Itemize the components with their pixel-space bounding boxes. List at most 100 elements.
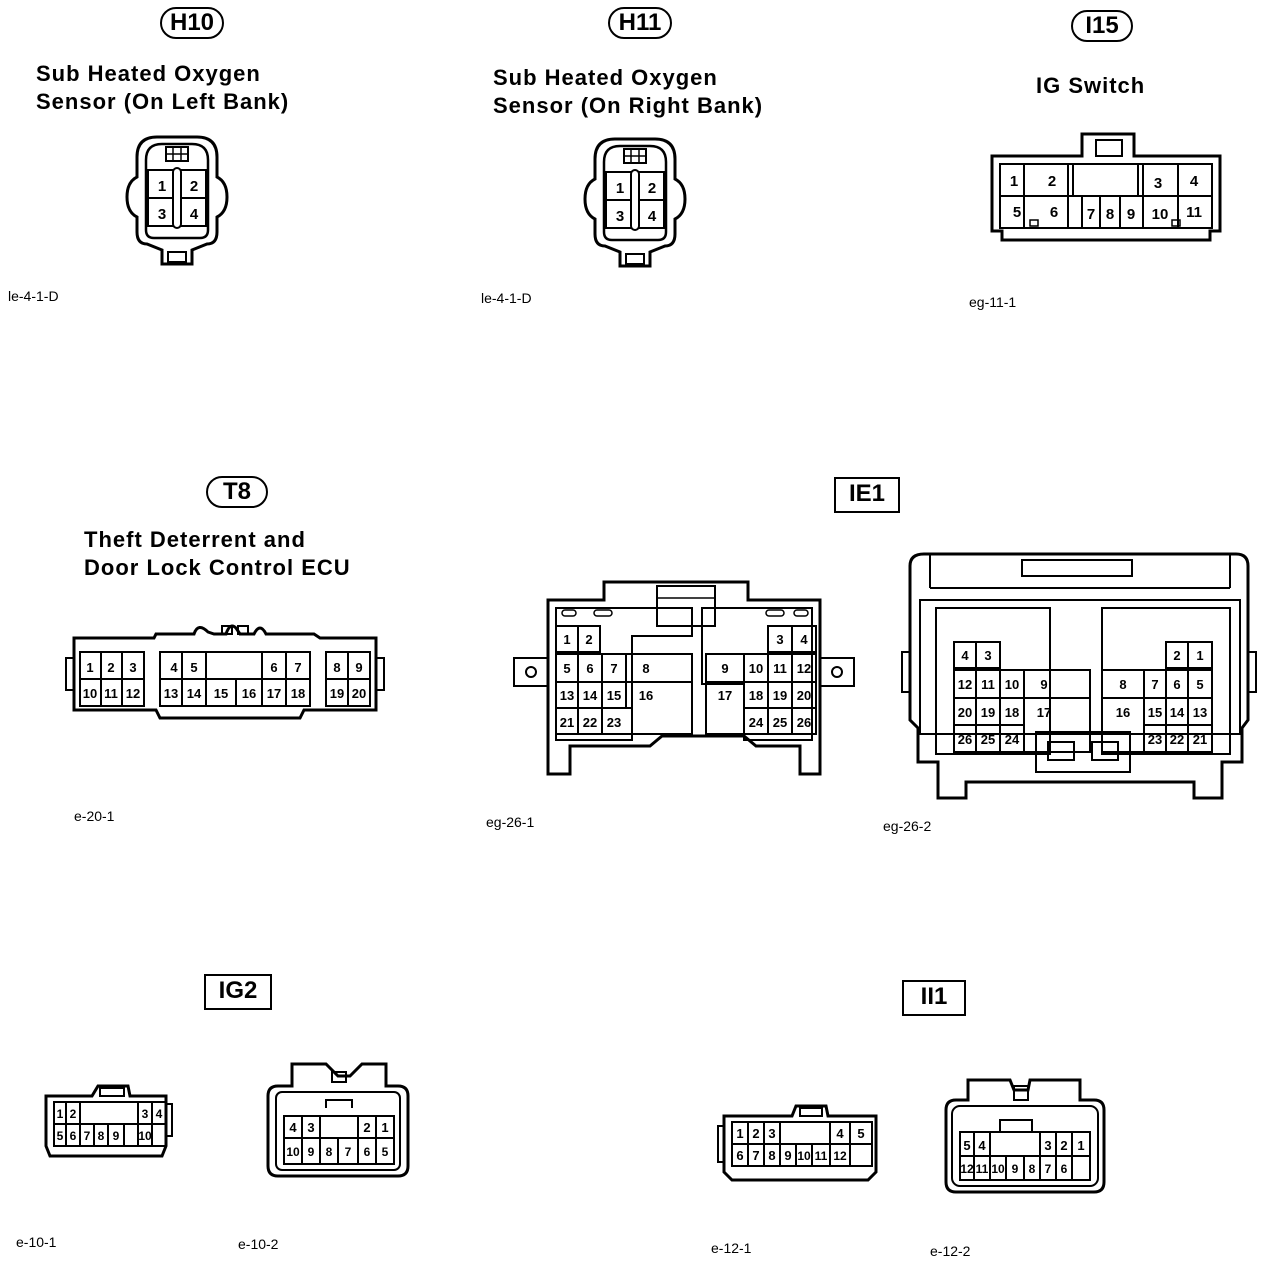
ie1-left-pin-25: 25 [773,715,787,730]
t8-pin-17: 17 [267,686,281,701]
ie1-right-pin-22: 22 [1170,732,1184,747]
ie1-right-connector-diagram: 4 3 2 1 12 11 10 9 8 7 6 5 20 19 18 17 1… [901,552,1257,800]
t8-title-line2: Door Lock Control ECU [84,555,351,580]
ig2-badge: IG2 [204,974,272,1010]
ie1-right-pin-2: 2 [1173,648,1180,663]
ig2-right-pin-3: 3 [307,1120,314,1135]
ie1-left-pin-19: 19 [773,688,787,703]
ie1-right-pin-17: 17 [1037,705,1051,720]
i15-pin-2: 2 [1048,173,1056,190]
ie1-code-right: eg-26-2 [883,818,932,834]
ii1-right-pin-9: 9 [1012,1162,1019,1176]
ie1-left-pin-5: 5 [563,661,570,676]
ie1-left-pin-13: 13 [560,688,574,703]
ig2-left-pin-5: 5 [57,1129,64,1143]
i15-pin-8: 8 [1106,206,1114,223]
h10-badge: H10 [160,7,224,39]
h11-title-line2: Sensor (On Right Bank) [493,93,764,118]
h11-badge: H11 [608,7,672,39]
ie1-left-pin-12: 12 [797,661,811,676]
ig2-left-pin-3: 3 [142,1107,149,1121]
ii1-left-pin-6: 6 [736,1148,743,1163]
ie1-right-pin-25: 25 [981,732,995,747]
ie1-right-pin-10: 10 [1005,677,1019,692]
t8-pin-20: 20 [352,686,366,701]
t8-pin-2: 2 [107,660,114,675]
ig2-right-connector-diagram: 4 3 2 1 10 9 8 7 6 5 [266,1062,410,1178]
ii1-left-pin-3: 3 [768,1126,775,1141]
ie1-left-pin-4: 4 [800,632,808,647]
t8-pin-9: 9 [355,660,362,675]
h11-pin-4: 4 [648,208,657,225]
ig2-right-pin-4: 4 [289,1120,297,1135]
ie1-right-pin-20: 20 [958,705,972,720]
ie1-right-pin-1: 1 [1196,648,1203,663]
ie1-right-pin-14: 14 [1170,705,1185,720]
i15-connector-diagram: 1 2 3 4 5 6 7 8 9 10 11 [990,132,1222,242]
t8-pin-18: 18 [291,686,305,701]
ie1-left-pin-1: 1 [563,632,570,647]
ig2-left-pin-4: 4 [156,1107,163,1121]
i15-pin-7: 7 [1087,206,1095,223]
ie1-left-pin-15: 15 [607,688,621,703]
ie1-right-pin-24: 24 [1005,732,1020,747]
ig2-left-pin-6: 6 [70,1129,77,1143]
ie1-right-pin-3: 3 [984,648,991,663]
ie1-left-pin-3: 3 [776,632,783,647]
ie1-right-pin-23: 23 [1148,732,1162,747]
ig2-right-pin-7: 7 [345,1145,352,1159]
ie1-left-connector-diagram: 1 2 3 4 5 6 7 8 9 10 11 12 13 14 15 16 1… [513,580,855,776]
ii1-right-pin-12: 12 [960,1162,974,1176]
ie1-left-pin-16: 16 [639,688,653,703]
h11-pin-2: 2 [648,180,656,197]
ie1-right-pin-7: 7 [1151,677,1158,692]
ie1-left-pin-22: 22 [583,715,597,730]
i15-pin-1: 1 [1010,173,1018,190]
t8-pin-11: 11 [104,686,118,701]
ie1-right-pin-16: 16 [1116,705,1130,720]
ie1-right-pin-13: 13 [1193,705,1207,720]
ie1-left-pin-21: 21 [560,715,574,730]
ie1-left-pin-6: 6 [586,661,593,676]
t8-pin-13: 13 [164,686,178,701]
ig2-left-pin-2: 2 [70,1107,77,1121]
ig2-right-pin-2: 2 [363,1120,370,1135]
h11-pin-3: 3 [616,208,624,225]
ii1-left-pin-5: 5 [857,1126,864,1141]
i15-code: eg-11-1 [969,294,1017,310]
h10-pin-1: 1 [158,178,166,195]
t8-badge: T8 [206,476,268,508]
ie1-left-pin-2: 2 [585,632,592,647]
ie1-right-pin-4: 4 [961,648,969,663]
ii1-right-pin-5: 5 [963,1138,970,1153]
t8-pin-7: 7 [294,660,301,675]
h10-title-line2: Sensor (On Left Bank) [36,89,290,114]
ii1-code-left: e-12-1 [711,1240,752,1256]
ii1-badge: II1 [902,980,966,1016]
ii1-left-pin-11: 11 [815,1149,828,1163]
ie1-left-pin-17: 17 [718,688,732,703]
ig2-left-pin-8: 8 [98,1129,105,1143]
ie1-left-pin-7: 7 [610,661,617,676]
ii1-left-pin-8: 8 [768,1148,775,1163]
i15-pin-4: 4 [1190,173,1199,190]
ie1-left-pin-18: 18 [749,688,763,703]
t8-pin-12: 12 [126,686,140,701]
i15-pin-6: 6 [1050,204,1058,221]
ie1-left-pin-23: 23 [607,715,621,730]
ig2-right-pin-8: 8 [326,1145,333,1159]
ig2-left-pin-9: 9 [113,1129,120,1143]
ii1-right-pin-3: 3 [1044,1138,1051,1153]
ie1-right-pin-18: 18 [1005,705,1019,720]
ig2-right-pin-9: 9 [308,1145,315,1159]
ig2-right-pin-10: 10 [286,1145,300,1159]
ii1-right-connector-diagram: 5 4 3 2 1 12 11 10 9 8 7 6 [944,1078,1106,1194]
h10-pin-4: 4 [190,206,199,223]
ii1-left-connector-diagram: 1 2 3 4 5 6 7 8 9 10 11 12 [717,1104,878,1182]
ie1-right-pin-26: 26 [958,732,972,747]
h10-pin-2: 2 [190,178,198,195]
ii1-right-pin-8: 8 [1029,1162,1036,1176]
ig2-left-connector-diagram: 1 2 3 4 5 6 7 8 9 10 [44,1084,173,1158]
t8-pin-4: 4 [170,660,178,675]
ie1-left-pin-26: 26 [797,715,811,730]
